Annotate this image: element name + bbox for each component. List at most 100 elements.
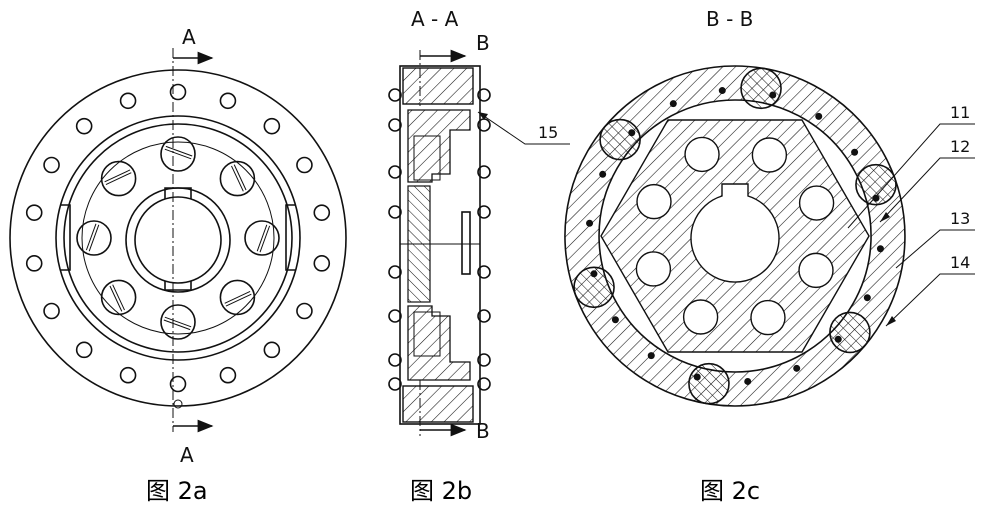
screw-slot	[164, 316, 192, 328]
ring-dot	[693, 373, 701, 381]
side-ball-right	[477, 309, 491, 323]
screw-slot	[88, 224, 100, 252]
bolt-hole	[119, 92, 137, 110]
pin-hole	[173, 399, 183, 409]
callout-12: 12	[950, 137, 970, 156]
leader-12-arrow	[880, 212, 890, 222]
screw-head	[100, 160, 137, 197]
hub-section-upper	[407, 109, 471, 183]
bore-outer-circle	[125, 187, 231, 293]
side-ball-left	[388, 265, 402, 279]
roller	[688, 362, 730, 405]
ring-dot	[647, 352, 655, 360]
screw-head	[244, 220, 280, 256]
screw-pocket-upper	[413, 135, 441, 181]
bolt-hole	[119, 366, 137, 384]
bolt-hole	[296, 302, 313, 320]
callout-11: 11	[950, 103, 970, 122]
ring-dot	[793, 364, 801, 372]
side-ball-left	[388, 88, 402, 102]
ring-dot	[718, 87, 726, 95]
bolt-hole	[313, 204, 331, 221]
section-label-a-top: A	[182, 25, 196, 49]
keyway-top	[164, 187, 192, 199]
side-ball-left	[388, 165, 402, 179]
ring-dot	[769, 91, 777, 99]
rotor-hole	[636, 183, 672, 220]
flange-section-bottom	[402, 385, 474, 423]
caption-2b: 图 2b	[410, 477, 472, 505]
leader-13	[895, 229, 975, 269]
outer-ring-section	[564, 65, 906, 407]
side-ball-left	[388, 205, 402, 219]
leader-15	[477, 111, 570, 145]
bolt-hole	[75, 341, 93, 359]
screw-slot	[233, 164, 247, 191]
rotor-hole	[684, 136, 720, 173]
bolt-hole	[313, 255, 331, 272]
screw-slot	[109, 285, 123, 312]
ring-dot	[744, 377, 752, 385]
screw-head	[219, 160, 256, 197]
rotor-hole	[751, 137, 788, 173]
centre-bore-keyway	[690, 183, 780, 283]
screw-slot	[104, 169, 131, 183]
screw-slot	[112, 284, 125, 311]
figure-2c-section-view: B - B 11 12 13 14 图 2c	[564, 7, 975, 505]
side-balls	[388, 88, 491, 391]
figure-2b-section-view: A - A B B 15 图 2b	[388, 7, 570, 505]
screw-slot	[225, 293, 252, 307]
roller	[855, 163, 897, 206]
caption-2a: 图 2a	[146, 477, 208, 505]
key-slot	[461, 211, 471, 275]
screw-pocket-lower	[413, 311, 441, 357]
callout-15: 15	[538, 123, 558, 142]
keyway-bottom	[164, 281, 192, 291]
outer-flange-circle	[9, 69, 347, 407]
hub-section-lower	[407, 305, 471, 381]
bolt-hole	[219, 92, 237, 110]
bolt-hole	[25, 204, 43, 221]
ring-dot	[628, 129, 636, 137]
bolt-hole	[75, 117, 93, 135]
screw-head	[219, 279, 256, 316]
section-label-b-bottom: B	[476, 419, 490, 443]
bolt-hole	[43, 156, 60, 174]
roller	[829, 311, 871, 354]
title-b-b: B - B	[706, 7, 753, 31]
ring-dot	[586, 219, 594, 227]
ring-dot	[669, 100, 677, 108]
ring-dot	[834, 335, 842, 343]
side-ball-right	[477, 165, 491, 179]
hub-inner-circle	[63, 123, 293, 353]
side-ball-right	[477, 265, 491, 279]
side-ball-left	[388, 118, 402, 132]
ring-dot	[863, 294, 871, 302]
hub-notch-left	[60, 204, 71, 271]
leader-15-arrow	[478, 112, 488, 120]
screw-slot	[85, 223, 97, 251]
screw-head	[160, 304, 196, 340]
section-label-b-top: B	[476, 31, 490, 55]
ring-dots	[586, 87, 884, 385]
leader-12	[879, 157, 975, 223]
side-ball-right	[477, 205, 491, 219]
side-ball-left	[388, 309, 402, 323]
rotor-holes	[635, 136, 835, 336]
leader-14-arrow	[886, 316, 896, 326]
screw-slot	[163, 319, 191, 331]
side-ball-left	[388, 353, 402, 367]
bolt-hole	[263, 341, 281, 359]
screw-ring-circle	[81, 141, 275, 335]
roller	[599, 118, 641, 161]
section-body-outline	[399, 65, 481, 425]
leader-11	[847, 123, 975, 229]
side-ball-right	[477, 353, 491, 367]
rollers	[573, 67, 897, 405]
screw-slot	[164, 148, 192, 160]
bolt-hole	[43, 302, 60, 320]
ring-dot	[815, 112, 823, 120]
screw-slot	[165, 145, 193, 157]
caption-2c: 图 2c	[700, 477, 760, 505]
